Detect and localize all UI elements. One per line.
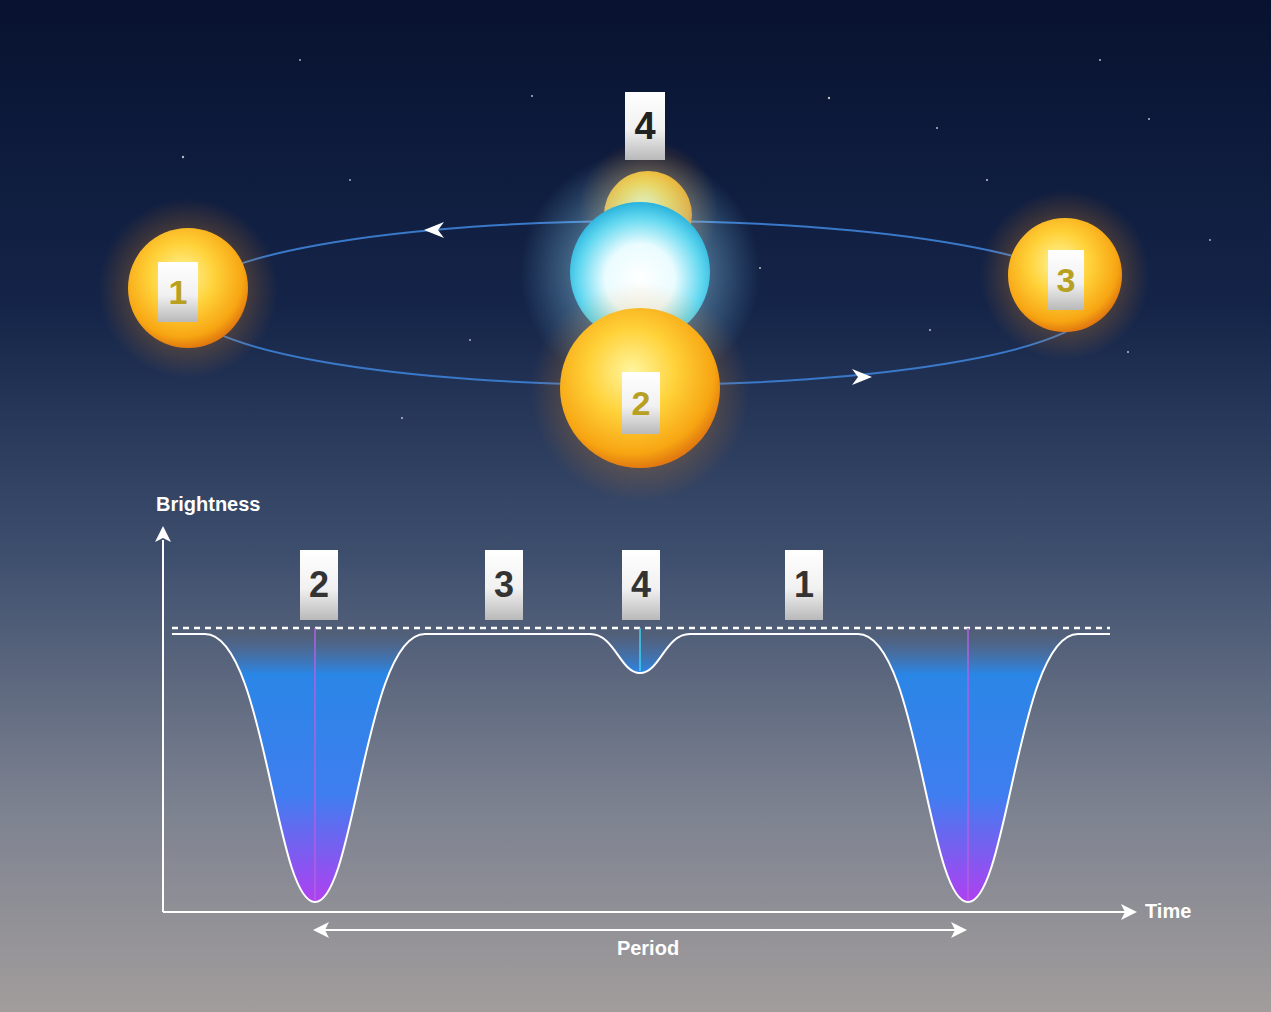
callout-number: 3	[485, 550, 523, 620]
star	[128, 228, 248, 348]
callout-number: 1	[158, 262, 198, 322]
callout-number: 2	[622, 372, 660, 434]
callout-number: 4	[622, 550, 660, 620]
axis-label: Period	[617, 937, 679, 960]
axis-label: Time	[1145, 900, 1191, 923]
orbit-arrow	[424, 222, 444, 238]
baseline	[172, 627, 1110, 630]
light-curve	[172, 634, 1110, 902]
axes	[163, 540, 1125, 930]
callout-number: 3	[1048, 250, 1084, 310]
callout-number: 2	[300, 550, 338, 620]
callout-number: 4	[625, 92, 665, 160]
orbit-arrow	[852, 369, 872, 385]
axis-label: Brightness	[156, 493, 260, 516]
star	[1008, 218, 1122, 332]
star	[560, 308, 720, 468]
callout-number: 1	[785, 550, 823, 620]
